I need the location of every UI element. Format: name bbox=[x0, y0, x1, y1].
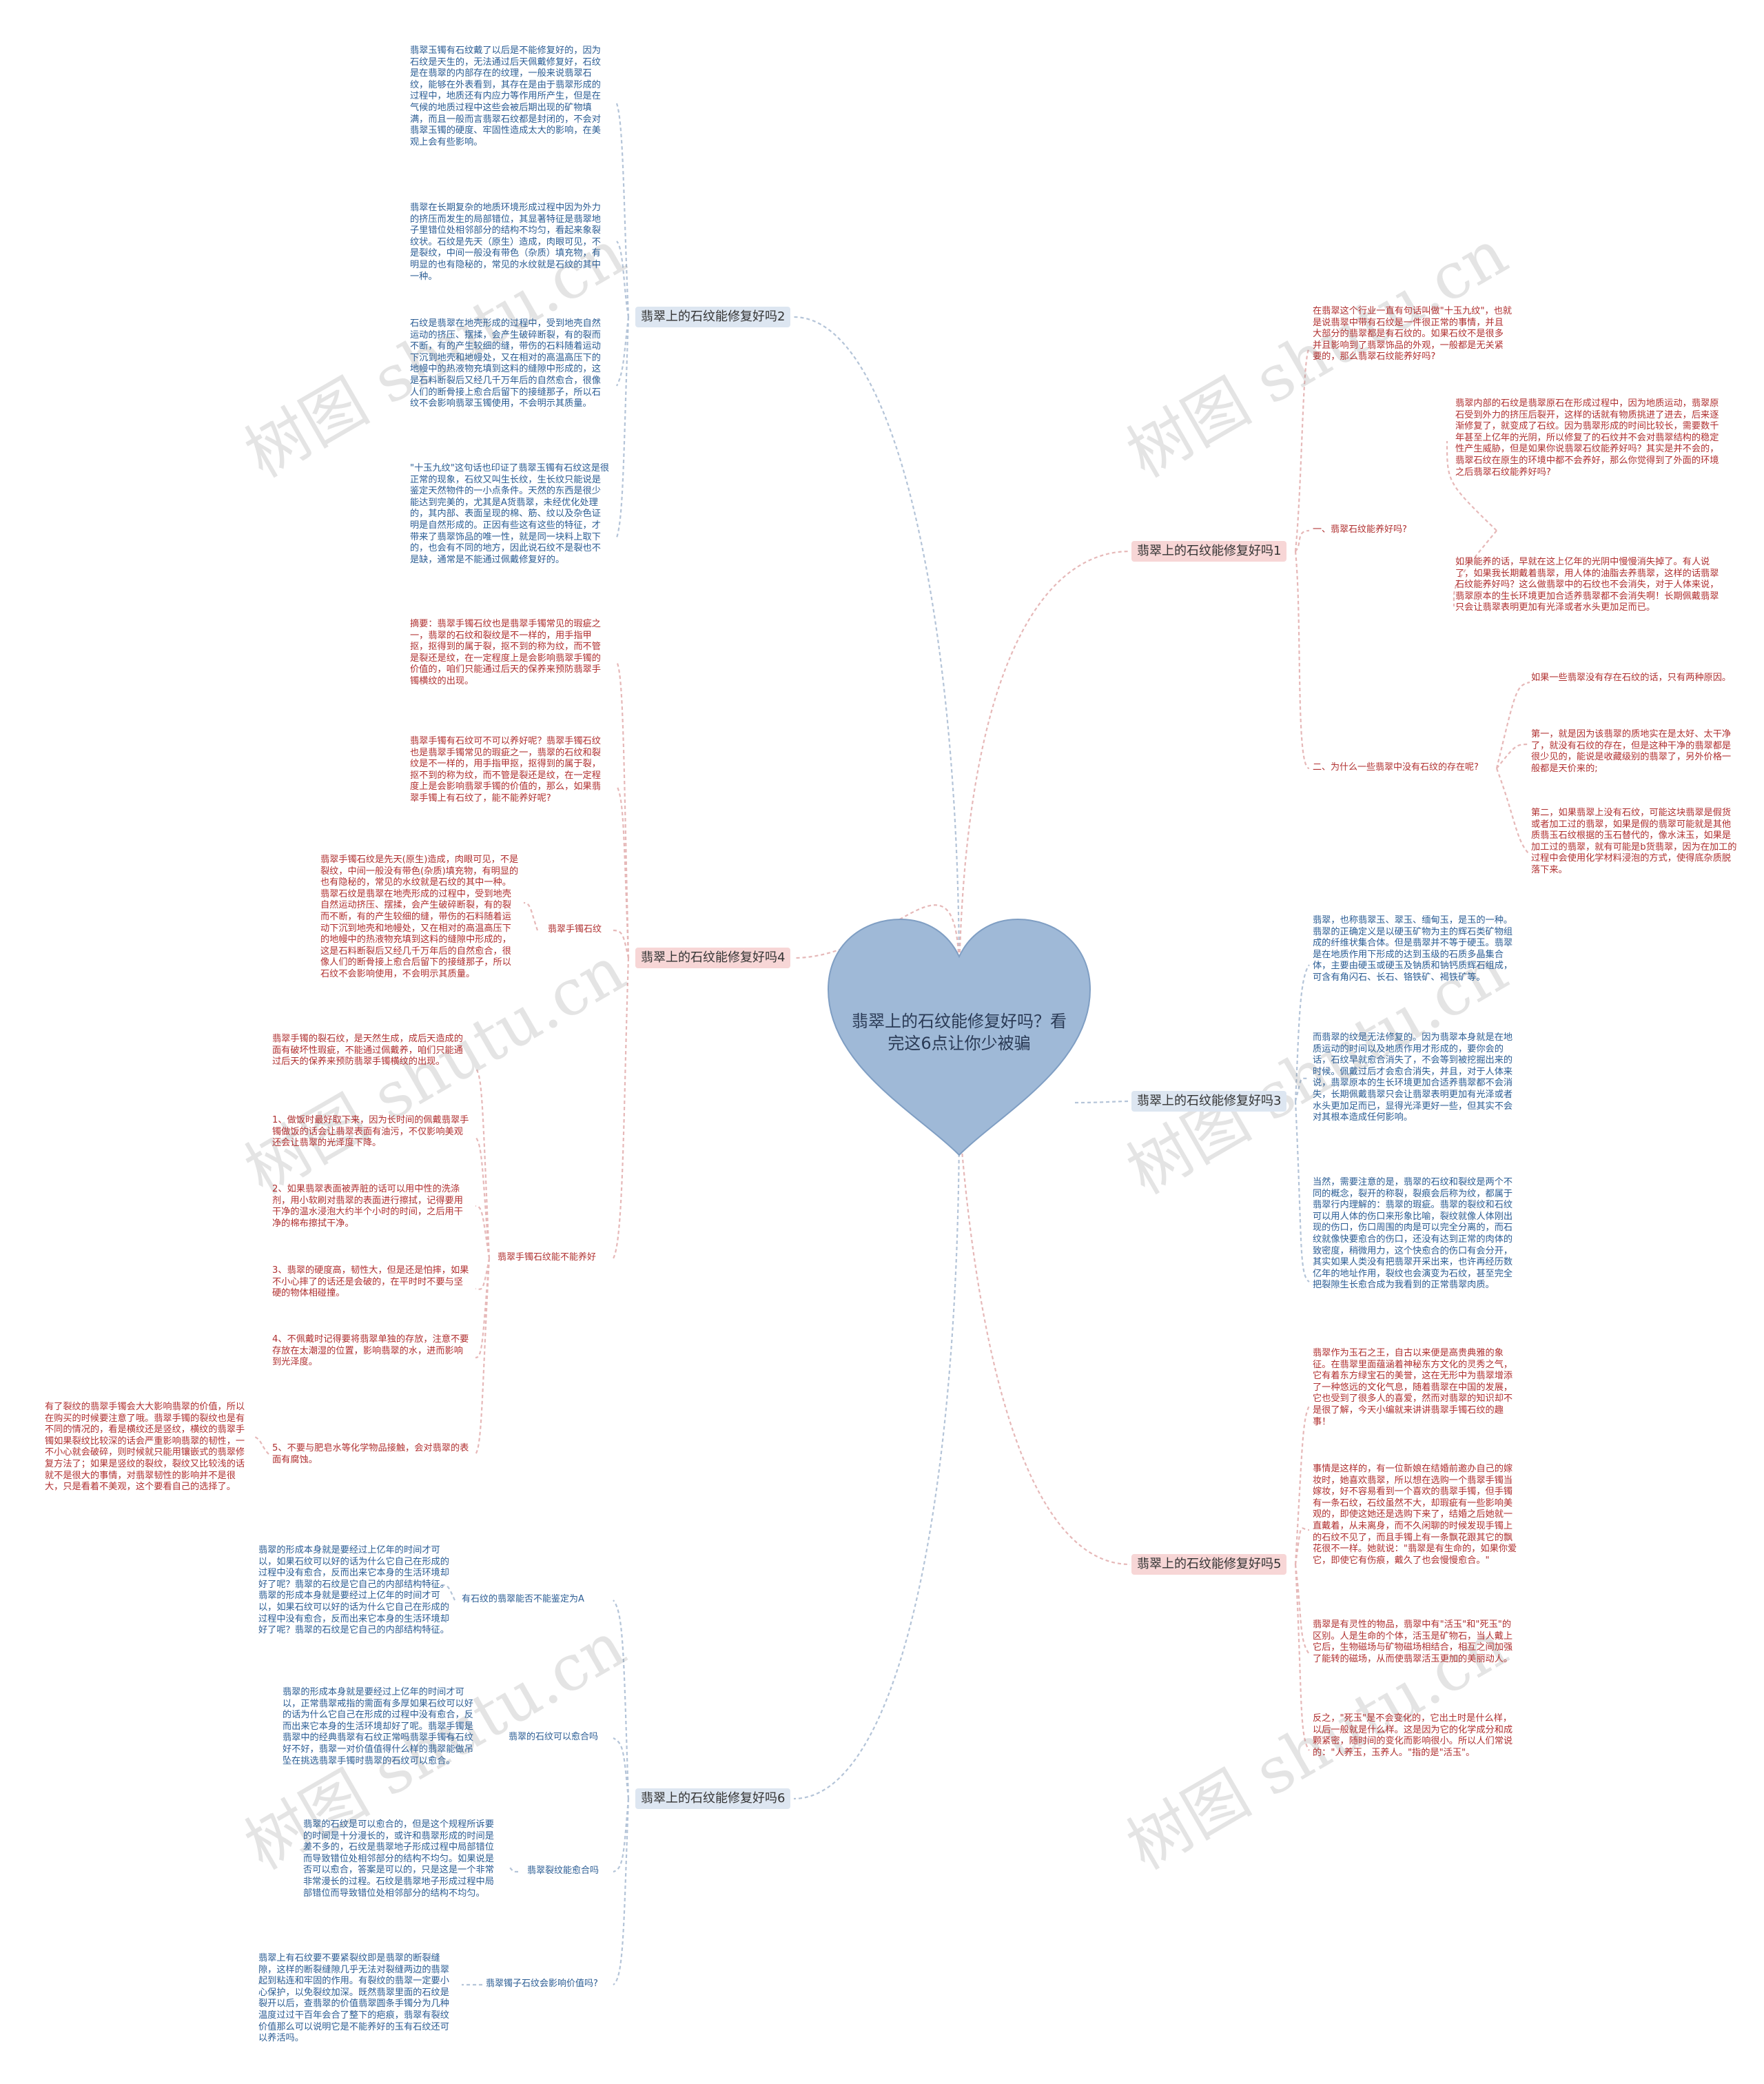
b4-text-3: 翡翠手镯石纹是先天(原生)造成，肉眼可见，不是裂纹，中间一般没有带色(杂质)填充… bbox=[320, 855, 519, 979]
branch-node-5[interactable]: 翡翠上的石纹能修复好吗5 bbox=[1131, 1554, 1287, 1575]
b2-text-1: 翡翠玉镯有石纹戴了以后是不能修复好的，因为石纹是天生的，无法通过后天佩戴修复好，… bbox=[410, 45, 601, 147]
b4-text-2: 翡翠手镯有石纹可不可以养好呢？翡翠手镯石纹也是翡翠手镯常见的瑕疵之一，翡翠的石纹… bbox=[410, 736, 601, 804]
b1-question-1[interactable]: 一、翡翠石纹能养好吗? bbox=[1313, 524, 1407, 535]
b4-sub-stone-lines[interactable]: 翡翠手镯石纹 bbox=[548, 924, 602, 934]
b1-answer-1: 翡翠内部的石纹是翡翠原石在形成过程中，因为地质运动，翡翠原石受到外力的挤压后裂开… bbox=[1455, 398, 1719, 478]
b5-text-4: 反之，"死玉"是不会变化的，它出土时是什么样，以后一般就是什么样。这是因为它的化… bbox=[1313, 1713, 1513, 1758]
b3-text-1: 翡翠，也称翡翠玉、翠玉、缅甸玉，是玉的一种。翡翠的正确定义是以硬玉矿物为主的辉石… bbox=[1313, 915, 1513, 983]
branch-node-3[interactable]: 翡翠上的石纹能修复好吗3 bbox=[1131, 1091, 1287, 1112]
b1-reason-1: 第一，就是因为该翡翠的质地实在是太好、太干净了，就没有石纹的存在，但是这种干净的… bbox=[1531, 729, 1732, 774]
branch-node-6[interactable]: 翡翠上的石纹能修复好吗6 bbox=[635, 1788, 791, 1809]
b2-text-2: 翡翠在长期复杂的地质环境形成过程中因为外力的挤压而发生的局部错位，其显著特征是翡… bbox=[410, 203, 601, 282]
b5-text-2: 事情是这样的，有一位新娘在结婚前邀办自己的嫁妆时，她喜欢翡翠，所以想在选购一个翡… bbox=[1313, 1464, 1517, 1566]
b4-care-2: 2、如果翡翠表面被弄脏的话可以用中性的洗涤剂，用小软刷对翡翠的表面进行擦拭，记得… bbox=[272, 1184, 463, 1229]
b6-sub-heal[interactable]: 翡翠的石纹可以愈合吗 bbox=[509, 1732, 599, 1742]
branch-node-4[interactable]: 翡翠上的石纹能修复好吗4 bbox=[635, 948, 791, 968]
b1-reason-2: 第二，如果翡翠上没有石纹，可能这块翡翠是假货或者加工过的翡翠，如果是假的翡翠可能… bbox=[1531, 808, 1737, 875]
b5-text-1: 翡翠作为玉石之王，自古以来便是高贵典雅的象征。在翡翠里面蕴涵着神秘东方文化的灵秀… bbox=[1313, 1348, 1513, 1427]
b4-care-1: 1、做饭时最好取下来，因为长时间的佩戴翡翠手镯做饭的话会让翡翠表面有油污，不仅影… bbox=[272, 1115, 469, 1149]
center-heart[interactable] bbox=[814, 914, 1104, 1162]
b4-care-3: 3、翡翠的硬度高，韧性大，但是还是怕摔，如果不小心摔了的话还是会破的，在平时时不… bbox=[272, 1265, 469, 1299]
b1-reason-intro: 如果一些翡翠没有存在石纹的话，只有两种原因。 bbox=[1531, 673, 1732, 683]
b5-text-3: 翡翠是有灵性的物品，翡翠中有"活玉"和"死玉"的区别。人是生命的个体，活玉是矿物… bbox=[1313, 1620, 1513, 1664]
b6-text-1: 翡翠的形成本身就是要经过上亿年的时间才可以，如果石纹可以好的话为什么它自己在形成… bbox=[258, 1545, 449, 1636]
branch-node-1[interactable]: 翡翠上的石纹能修复好吗1 bbox=[1131, 541, 1287, 562]
b4-care-5: 5、不要与肥皂水等化学物品接触，会对翡翠的表面有腐蚀。 bbox=[272, 1443, 469, 1465]
b6-text-2: 翡翠的形成本身就是要经过上亿年的时间才可以，正常翡翠戒指的需面有多厚如果石纹可以… bbox=[283, 1687, 473, 1766]
b2-text-3: 石纹是翡翠在地壳形成的过程中，受到地壳自然运动的挤压、摆揉，会产生破碎断裂，有的… bbox=[410, 318, 601, 409]
b4-care-4: 4、不佩戴时记得要将翡翠单独的存放，注意不要存放在太潮湿的位置，影响翡翠的水，进… bbox=[272, 1334, 469, 1368]
b6-sub-crack-heal[interactable]: 翡翠裂纹能愈合吗 bbox=[527, 1866, 599, 1876]
center-title: 翡翠上的石纹能修复好吗？看完这6点让你少被骗 bbox=[852, 1012, 1067, 1053]
b4-care-intro: 翡翠手镯的裂石纹，是天然生成，成后天造成的面有破坏性瑕疵，不能通过佩戴养，咱们只… bbox=[272, 1034, 463, 1067]
b3-text-2: 而翡翠的纹是无法修复的。因为翡翠本身就是在地质运动的时间以及地质作用才形成的，要… bbox=[1313, 1032, 1513, 1123]
branch-node-2[interactable]: 翡翠上的石纹能修复好吗2 bbox=[635, 307, 791, 327]
b4-care-5-detail: 有了裂纹的翡翠手镯会大大影响翡翠的价值，所以在购买的时候要注意了哦。翡翠手镯的裂… bbox=[45, 1402, 245, 1493]
b6-sub-value[interactable]: 翡翠镯子石纹会影响价值吗? bbox=[486, 1979, 598, 1989]
b1-question-2[interactable]: 二、为什么一些翡翠中没有石纹的存在呢? bbox=[1313, 762, 1479, 773]
b3-text-3: 当然，需要注意的是，翡翠的石纹和裂纹是两个不同的概念，裂开的称裂，裂痕会后称为纹… bbox=[1313, 1177, 1513, 1291]
b6-text-3: 翡翠的石纹是可以愈合的，但是这个规程所诉要的时间是十分漫长的，或许和翡翠形成的时… bbox=[303, 1819, 494, 1899]
b2-text-4: "十玉九纹"这句话也印证了翡翠玉镯有石纹这是很正常的现象，石纹又叫生长纹，生长纹… bbox=[410, 463, 610, 565]
b4-text-1: 摘要：翡翠手镯石纹也是翡翠手镯常见的瑕疵之一，翡翠的石纹和裂纹是不一样的，用手指… bbox=[410, 619, 601, 686]
b1-answer-2: 如果能养的话，早就在这上亿年的光阴中慢慢消失掉了。有人说了，如果我长期戴着翡翠，… bbox=[1455, 557, 1719, 613]
b1-intro-text: 在翡翠这个行业一直有句话叫做"十玉九纹"，也就是说翡翠中带有石纹是一件很正常的事… bbox=[1313, 306, 1512, 362]
b6-text-4: 翡翠上有石纹要不要紧裂纹即是翡翠的断裂缝隙，这样的断裂缝隙几乎无法对裂缝两边的翡… bbox=[258, 1953, 449, 2044]
b6-sub-a-grade[interactable]: 有石纹的翡翠能否不能鉴定为A bbox=[462, 1594, 584, 1604]
b4-sub-can-repair[interactable]: 翡翠手镯石纹能不能养好 bbox=[498, 1252, 597, 1263]
